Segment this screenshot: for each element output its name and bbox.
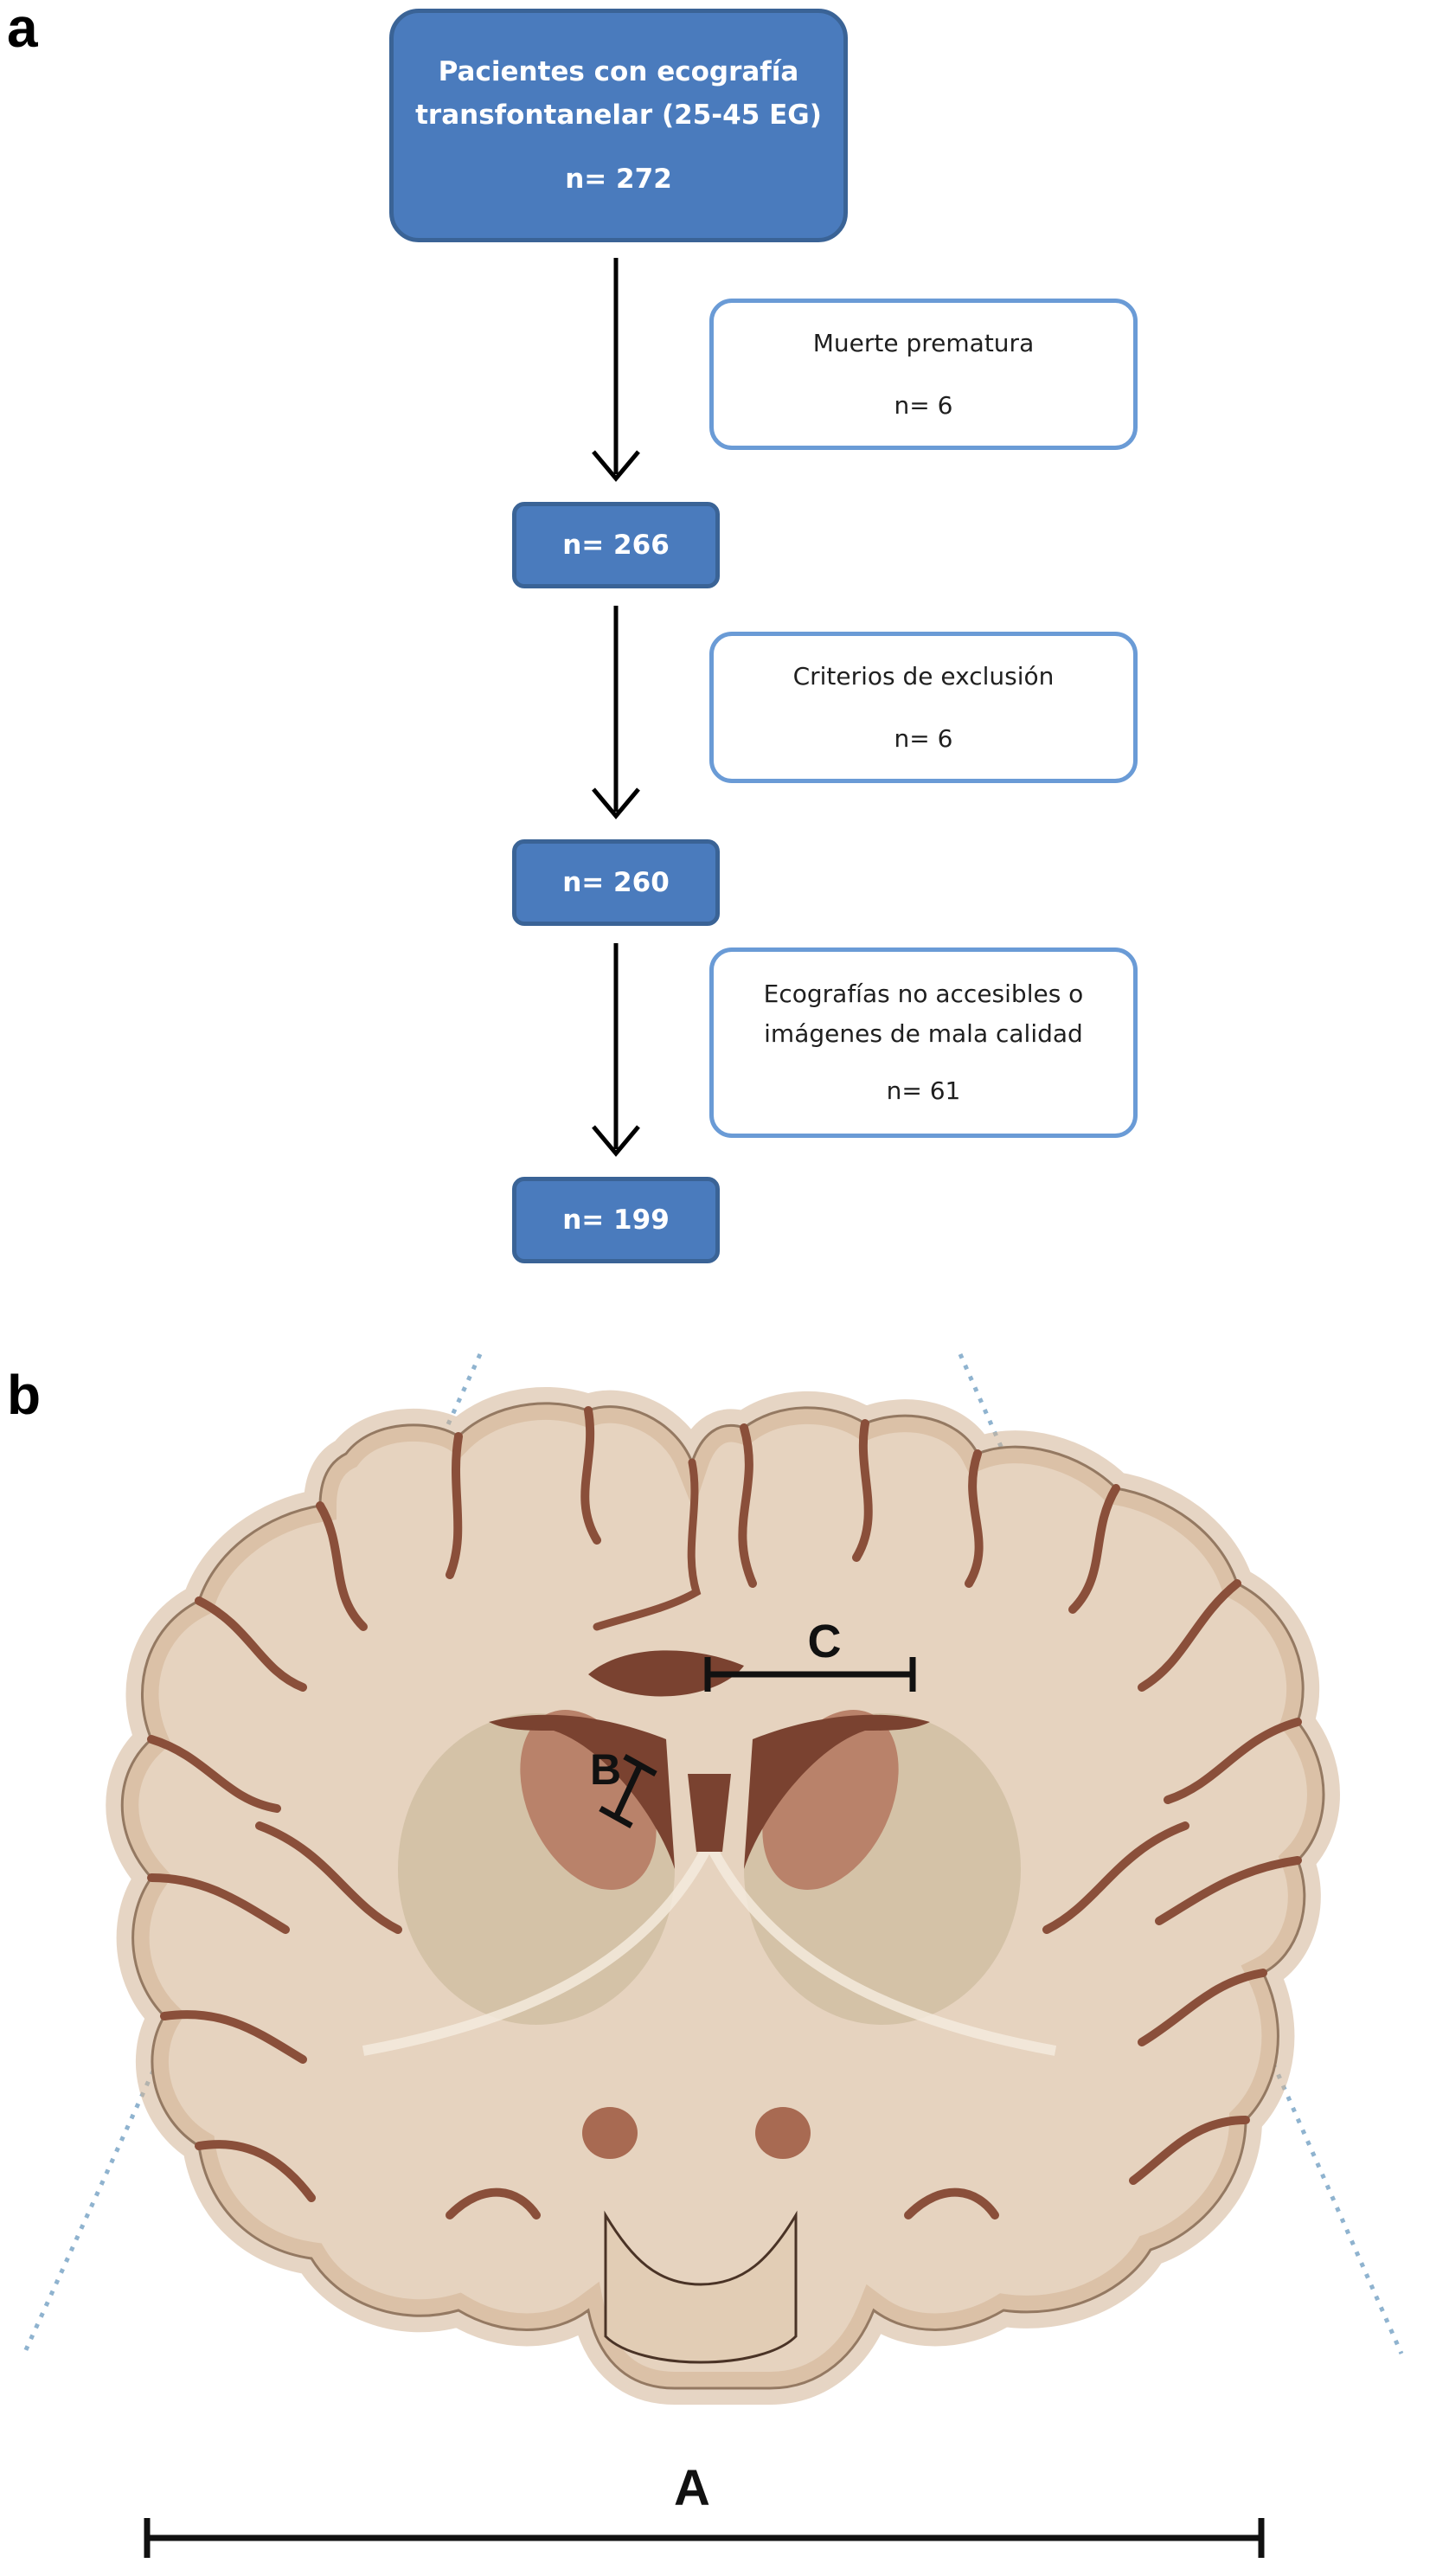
measurement-c: [704, 1657, 916, 1692]
interhemispheric-fissure: [593, 1458, 702, 1631]
flow-exclusion-2-label: Criterios de exclusión: [792, 661, 1055, 691]
brainstem: [604, 2210, 798, 2364]
label-b: B: [590, 1745, 621, 1794]
flow-exclusion-1-count: n= 6: [894, 390, 953, 420]
flow-step-2: n= 260: [512, 839, 720, 926]
flow-start-line2: transfontanelar (25-45 EG): [415, 100, 822, 131]
internal-capsule: [362, 1840, 1057, 2056]
flow-exclusion-2: Criterios de exclusión n= 6: [709, 632, 1138, 783]
panel-b-letter: b: [7, 1364, 42, 1426]
flow-step-2-count: n= 260: [562, 867, 670, 898]
label-a: A: [674, 2460, 710, 2516]
flow-step-3-count: n= 199: [562, 1204, 670, 1236]
measurement-a: [144, 2518, 1265, 2558]
flow-exclusion-2-count: n= 6: [894, 723, 953, 753]
sulci: [147, 1406, 1302, 2219]
flow-step-3: n= 199: [512, 1177, 720, 1263]
flow-exclusion-1: Muerte prematura n= 6: [709, 299, 1138, 450]
flow-exclusion-3-line1: Ecografías no accesibles o: [763, 980, 1084, 1008]
lateral-ventricle-right: [744, 1714, 930, 1869]
flow-exclusion-3: Ecografías no accesibles o imágenes de m…: [709, 948, 1138, 1138]
flow-start-box: Pacientes con ecografía transfontanelar …: [389, 9, 848, 242]
label-c: C: [808, 1616, 842, 1667]
flow-step-1-count: n= 266: [562, 530, 670, 561]
panel-a-letter: a: [7, 0, 38, 59]
mammillary-right: [755, 2107, 811, 2159]
flow-exclusion-3-line2: imágenes de mala calidad: [764, 1019, 1083, 1048]
measurement-b: [599, 1753, 657, 1829]
cortex-band: [106, 1387, 1340, 2405]
flow-step-1: n= 266: [512, 502, 720, 588]
mammillary-left: [582, 2107, 638, 2159]
lateral-ventricle-left: [489, 1714, 675, 1869]
flow-start-line1: Pacientes con ecografía: [438, 56, 799, 87]
flow-exclusion-1-label: Muerte prematura: [812, 328, 1035, 357]
flow-exclusion-3-count: n= 61: [886, 1076, 961, 1105]
third-ventricle: [688, 1774, 731, 1852]
flow-start-count: n= 272: [565, 164, 672, 195]
